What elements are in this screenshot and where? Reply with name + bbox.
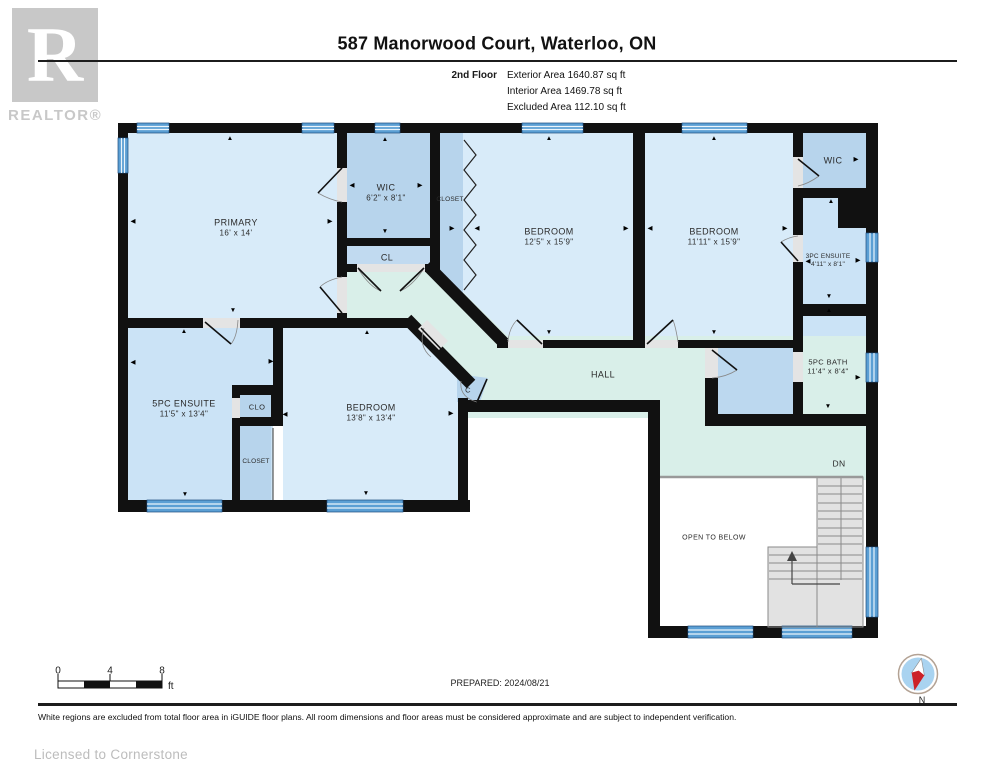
room-label-closet-left: CLOSET — [242, 457, 270, 465]
room-label-bedroom4: BEDROOM 13'8" x 13'4" — [346, 402, 396, 423]
room-label-closet-mid: CLOSET — [436, 195, 464, 203]
dim-arrow-icon: ▶ — [448, 409, 454, 417]
dim-arrow-icon: ◀ — [282, 410, 288, 418]
stairs — [660, 475, 864, 628]
dim-arrow-icon: ▲ — [381, 135, 389, 143]
dim-arrow-icon: ▶ — [449, 224, 455, 232]
bifold-doors — [463, 139, 477, 291]
scale-bar — [57, 674, 163, 689]
room-label-c-closet: C — [465, 385, 471, 395]
compass-north-label: N — [918, 695, 926, 705]
dim-arrow-icon: ◀ — [349, 181, 355, 189]
room-label-bath5: 5PC BATH 11'4" x 8'4" — [807, 357, 849, 376]
title-divider — [38, 60, 957, 62]
scale-label-4: 4 — [107, 665, 113, 677]
dim-arrow-icon: ▶ — [268, 357, 274, 365]
room-label-clo: CLO — [248, 402, 266, 412]
dim-arrow-icon: ▲ — [710, 134, 718, 142]
secondary-fills — [240, 133, 863, 627]
room-label-primary: PRIMARY 16' x 14' — [214, 217, 258, 238]
excluded-area: Excluded Area 112.10 sq ft — [507, 102, 626, 113]
dim-arrow-icon: ▶ — [417, 181, 423, 189]
dim-arrow-icon: ▲ — [226, 134, 234, 142]
interior-area: Interior Area 1469.78 sq ft — [507, 86, 623, 97]
dim-arrow-icon: ◀ — [805, 257, 811, 265]
dim-arrow-icon: ▶ — [853, 155, 859, 163]
dim-arrow-icon: ▼ — [362, 489, 370, 497]
dim-arrow-icon: ▼ — [824, 402, 832, 410]
page-title: 587 Manorwood Court, Waterloo, ON — [337, 33, 657, 54]
room-label-cl: CL — [380, 252, 394, 263]
room-label-wic-top: WIC 6'2" x 8'1" — [366, 182, 406, 203]
room-label-wic-right: WIC — [823, 155, 843, 166]
dim-arrow-icon: ▼ — [229, 306, 237, 314]
dim-arrow-icon: ▶ — [623, 224, 629, 232]
open-to-below-label: OPEN TO BELOW — [682, 534, 746, 542]
dim-arrow-icon: ▶ — [782, 224, 788, 232]
dim-arrow-icon: ▼ — [381, 227, 389, 235]
dim-arrow-icon: ▼ — [545, 328, 553, 336]
dim-arrow-icon: ◀ — [647, 224, 653, 232]
scale-label-8: 8 — [159, 665, 165, 677]
room-label-ensuite5: 5PC ENSUITE 11'5" x 13'4" — [152, 398, 216, 419]
dim-arrow-icon: ▲ — [827, 197, 835, 205]
dim-arrow-icon: ▲ — [825, 306, 833, 314]
dim-arrow-icon: ▶ — [855, 256, 861, 264]
disclaimer-text: White regions are excluded from total fl… — [38, 712, 737, 722]
realtor-logo-text: REALTOR® — [8, 107, 103, 124]
room-label-hall: HALL — [590, 369, 616, 380]
realtor-logo-letter: R — [26, 11, 84, 98]
stairs-dn-label: DN — [832, 458, 846, 469]
dim-arrow-icon: ▼ — [710, 328, 718, 336]
realtor-logo: R — [12, 8, 98, 102]
dim-arrow-icon: ▼ — [825, 292, 833, 300]
license-text: Licensed to Cornerstone — [34, 747, 188, 762]
dim-arrow-icon: ◀ — [130, 217, 136, 225]
doors — [204, 139, 820, 500]
dim-arrow-icon: ▶ — [327, 217, 333, 225]
room-label-bedroom3: BEDROOM 11'11" x 15'9" — [687, 226, 741, 247]
stair-direction-arrow — [787, 551, 840, 585]
dim-arrow-icon: ▶ — [855, 373, 861, 381]
dim-arrow-icon: ▲ — [545, 134, 553, 142]
prepared-date: PREPARED: 2024/08/21 — [450, 678, 550, 688]
dim-arrow-icon: ◀ — [474, 224, 480, 232]
room-label-ensuite3: 3PC ENSUITE 4'11" x 8'1" — [805, 252, 851, 268]
door-openings — [203, 157, 803, 418]
room-label-bedroom2: BEDROOM 12'5" x 15'9" — [524, 226, 574, 247]
dim-arrow-icon: ▲ — [363, 328, 371, 336]
exterior-area: Exterior Area 1640.87 sq ft — [507, 70, 626, 81]
dim-arrow-icon: ▲ — [180, 327, 188, 335]
compass-icon — [897, 653, 939, 695]
scale-unit: ft — [168, 681, 174, 692]
scale-label-0: 0 — [55, 665, 61, 677]
dim-arrow-icon: ▼ — [181, 490, 189, 498]
dim-arrow-icon: ◀ — [130, 358, 136, 366]
windows — [117, 122, 879, 639]
footer-divider — [38, 703, 957, 706]
floor-label: 2nd Floor — [451, 70, 497, 81]
